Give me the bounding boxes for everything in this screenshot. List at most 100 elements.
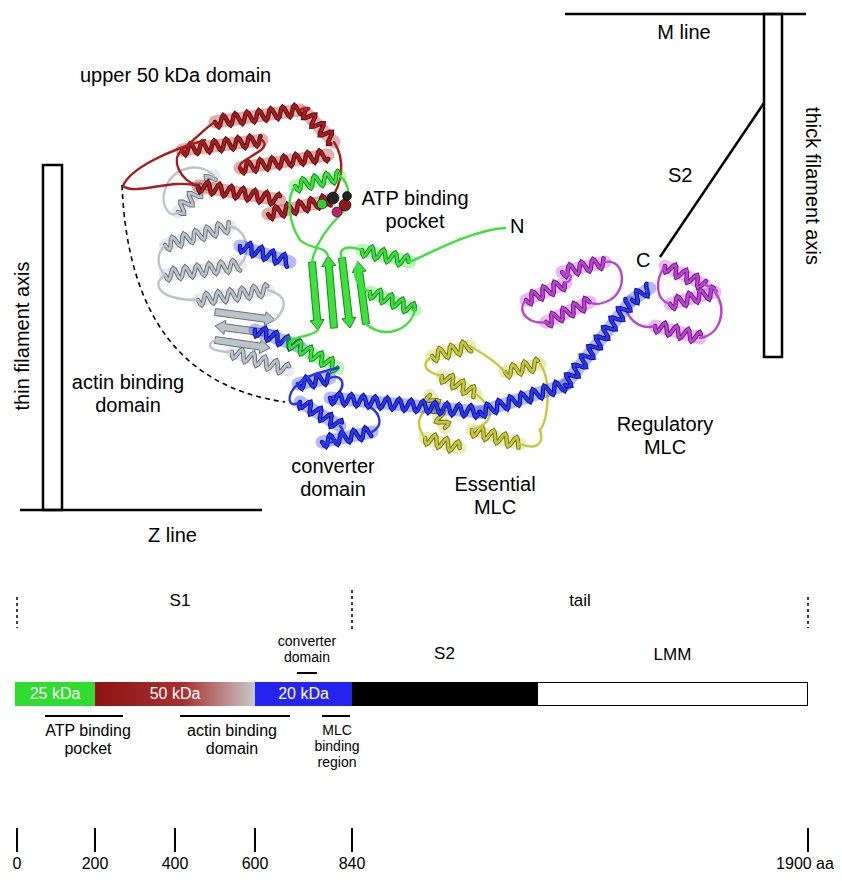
sequence-segment: LMM [537,682,808,706]
helix-ribbon [240,244,287,267]
region-label: converter domain [265,633,350,665]
helix-ribbon [472,427,518,447]
fragment-label: S2 [352,644,537,664]
chain-label: Regulatory MLC [605,413,725,459]
helix-ribbon [322,428,371,447]
sequence-segment: 25 kDa [15,682,95,706]
helix-ribbon [565,299,630,386]
beta-strand [339,258,356,328]
region-label: ATP binding pocket [33,722,143,759]
domain-label: converter domain [278,455,388,501]
terminus-label: C [636,249,650,272]
helix-ribbon [330,393,479,417]
helix-ribbon [289,341,337,371]
segment-label: 25 kDa [15,682,95,706]
loop-coil [590,262,622,304]
helix-ribbon [425,435,460,451]
protein-ribbon [123,105,721,450]
helix-ribbon [330,393,479,417]
helix-ribbon [442,375,475,397]
domain-boundary [16,597,18,628]
helix-ribbon [546,298,590,325]
loop-coil [290,186,328,256]
loop-coil [341,248,362,258]
helix-ribbon [670,287,714,308]
scale-number: 0 [13,855,22,873]
scale-tick [351,828,353,852]
scale-tick [94,828,96,852]
domain-label: ATP binding pocket [350,187,480,233]
loop-coil [522,300,546,322]
axis-label: thin filament axis [11,262,34,411]
helix-ribbon [198,182,280,204]
filament-frame [20,14,806,510]
helix-ribbon [565,299,630,386]
loop-coil [322,426,343,443]
nucleotide-sphere [343,192,352,201]
helix-ribbon [165,222,229,249]
helix-ribbon [480,382,566,416]
region-label: actin binding domain [175,722,290,759]
helix-ribbon [322,428,371,447]
helix-ribbon [632,284,648,303]
scale-number: 200 [82,855,109,873]
scale-tick [16,828,18,852]
loop-coil [658,266,670,304]
domain-boundary [17,590,808,630]
sequence-segment: S2 [352,682,537,706]
beta-strand [309,262,325,330]
region-label: MLC binding region [309,722,365,770]
helix-ribbon [442,375,475,397]
helix-ribbon [289,341,337,371]
sarcomere-line-label: Z line [148,524,197,547]
loop-coil [410,228,505,262]
helix-ribbon [362,247,409,265]
loop-coil [355,262,370,292]
loop-coil [562,272,571,283]
helix-ribbon [295,171,338,191]
scale-number: 600 [242,855,269,873]
tail-label: S2 [668,164,692,187]
helix-ribbon [215,105,300,127]
fragment-label: LMM [538,645,807,665]
chain-label: Essential MLC [445,473,545,519]
terminus-label: N [510,215,524,238]
helix-ribbon [526,282,565,304]
loop-coil [700,292,721,338]
loop-coil [705,285,717,292]
sequence-segment: 50 kDa [95,682,255,706]
actin-binding-arc [122,185,285,402]
nucleotide-sphere [332,207,342,217]
helix-ribbon [295,171,338,191]
helix-ribbon [472,427,518,447]
helix-ribbon [665,265,706,288]
helix-ribbon [215,105,300,127]
loop-coil [158,275,198,300]
sequence-segment: 20 kDa [255,682,352,706]
loop-coil [177,150,198,186]
segment-label: 50 kDa [95,682,255,706]
thick-filament-rect [764,14,782,357]
domain-label: actin binding domain [58,371,198,417]
helix-ribbon [665,265,706,288]
fragment-label: S1 [170,591,191,611]
z-line [20,509,262,512]
loop-coil [298,368,338,384]
scale-number: 400 [162,855,189,873]
helix-ribbon [165,260,240,280]
helix-ribbon [268,196,331,219]
helix-ribbon [165,222,229,249]
helix-ribbon [432,342,471,360]
axis-label: thick filament axis [801,107,824,265]
helix-ribbon [632,284,648,303]
helix-ribbon [298,374,328,388]
beta-strand [352,262,369,324]
domain-boundary [807,597,809,628]
region-underline [45,715,123,717]
helix-ribbon [655,323,701,341]
helix-ribbon [303,112,332,144]
domain-label: upper 50 kDa domain [80,64,271,87]
helix-ribbon [526,282,565,304]
